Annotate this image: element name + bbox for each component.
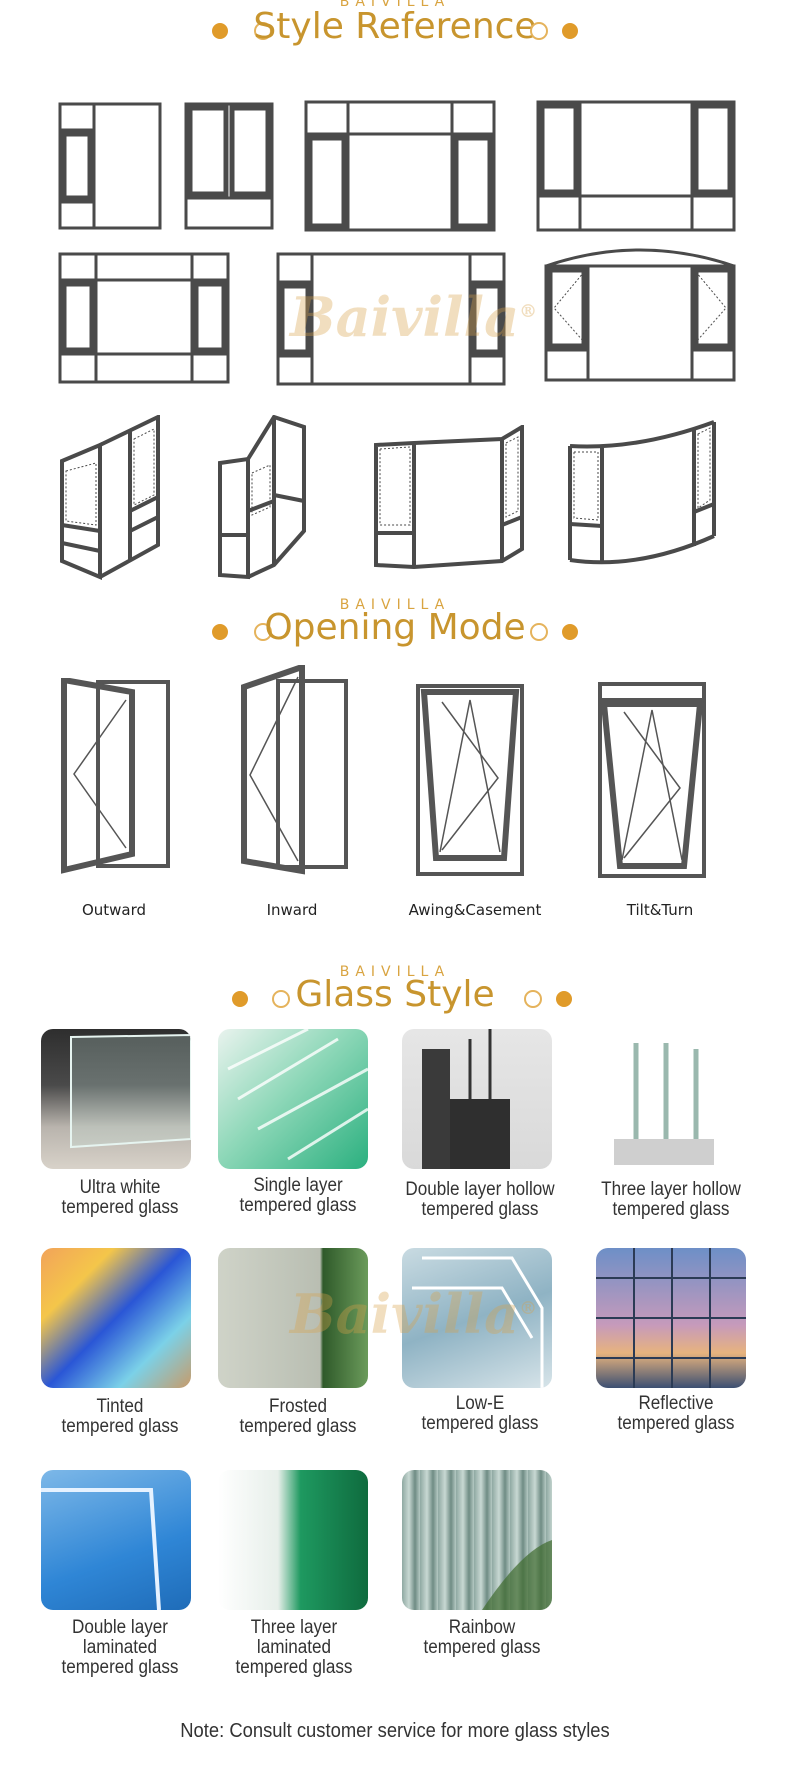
decor-dot — [562, 624, 578, 640]
window-style-8 — [60, 415, 164, 580]
decor-ring — [254, 22, 272, 40]
watermark-logo: Baivilla® — [290, 1282, 537, 1346]
caption-line: Frosted — [269, 1396, 327, 1417]
decor-ring — [272, 990, 290, 1008]
window-style-7 — [544, 242, 736, 382]
style-brand: BAIVILLA — [339, 0, 451, 10]
caption-line: Three layer — [250, 1617, 338, 1638]
glass-low-e-photo — [402, 1248, 552, 1388]
decor-dot — [212, 23, 228, 39]
opening-mode-label: Inward — [266, 901, 318, 919]
caption-line: tempered glass — [61, 1657, 179, 1678]
opening-mode-label: Tilt&Turn — [626, 901, 694, 919]
window-style-1 — [58, 102, 162, 230]
window-style-2 — [184, 102, 274, 230]
glass-reflective-photo — [596, 1248, 746, 1388]
glass-rainbow-photo — [402, 1470, 552, 1610]
caption-line: tempered glass — [617, 1413, 735, 1434]
opening-mode-label: Outward — [81, 901, 147, 919]
caption-line: tempered glass — [239, 1416, 357, 1437]
decor-dot — [562, 23, 578, 39]
caption-line: Double layer — [71, 1617, 168, 1638]
watermark-text: Baivilla — [290, 1282, 520, 1346]
glass-ultra-white-photo — [41, 1029, 191, 1169]
decor-ring — [254, 623, 272, 641]
window-style-10 — [374, 425, 524, 570]
watermark-mark: ® — [519, 301, 538, 322]
glass-tinted-photo — [41, 1248, 191, 1388]
caption-line: tempered glass — [61, 1197, 179, 1218]
caption-line: tempered glass — [423, 1637, 541, 1658]
glass-brand: BAIVILLA — [339, 964, 451, 980]
caption-line: tempered glass — [612, 1199, 730, 1220]
caption-line: tempered glass — [239, 1195, 357, 1216]
window-style-5 — [58, 252, 230, 384]
caption-line: Three layer hollow — [601, 1179, 741, 1200]
watermark-logo: Baivilla® — [290, 285, 537, 349]
glass-double-laminated-photo — [41, 1470, 191, 1610]
glass-style-title: Glass Style — [295, 974, 495, 1015]
decor-ring — [524, 990, 542, 1008]
opening-mode-label: Awing&Casement — [408, 901, 542, 919]
decor-ring — [530, 623, 548, 641]
caption-line: Rainbow — [448, 1617, 516, 1638]
caption-line: tempered glass — [235, 1657, 353, 1678]
style-reference-title: Style Reference — [253, 6, 537, 47]
window-style-3 — [304, 100, 496, 232]
decor-dot — [556, 991, 572, 1007]
glass-double-hollow-photo — [402, 1029, 552, 1169]
glass-single-layer-photo — [218, 1029, 368, 1169]
awning-casement-diagram — [414, 682, 526, 878]
caption-line: tempered glass — [421, 1413, 539, 1434]
caption-line: Ultra white — [79, 1177, 161, 1198]
window-style-6 — [276, 252, 506, 386]
outward-diagram — [60, 678, 172, 874]
watermark-mark: ® — [519, 1298, 538, 1319]
caption-line: tempered glass — [61, 1416, 179, 1437]
decor-dot — [212, 624, 228, 640]
caption-line: tempered glass — [421, 1199, 539, 1220]
window-style-4 — [536, 100, 736, 232]
caption-line: Single layer — [253, 1175, 343, 1196]
caption-line: Double layer hollow — [405, 1179, 555, 1200]
glass-note: Note: Consult customer service for more … — [180, 1720, 610, 1742]
caption-line: laminated — [82, 1637, 158, 1658]
window-style-9 — [218, 415, 308, 580]
decor-dot — [232, 991, 248, 1007]
caption-line: laminated — [256, 1637, 332, 1658]
glass-frosted-photo — [218, 1248, 368, 1388]
tilt-turn-diagram — [596, 680, 708, 880]
opening-brand: BAIVILLA — [339, 597, 451, 613]
caption-line: Tinted — [96, 1396, 144, 1417]
glass-three-laminated-photo — [218, 1470, 368, 1610]
watermark-text: Baivilla — [290, 285, 520, 349]
decor-ring — [530, 22, 548, 40]
glass-three-hollow-photo — [596, 1029, 746, 1169]
window-style-11 — [568, 420, 718, 570]
caption-line: Reflective — [638, 1393, 714, 1414]
inward-diagram — [238, 665, 350, 877]
caption-line: Low-E — [455, 1393, 505, 1414]
opening-mode-title: Opening Mode — [264, 607, 526, 648]
